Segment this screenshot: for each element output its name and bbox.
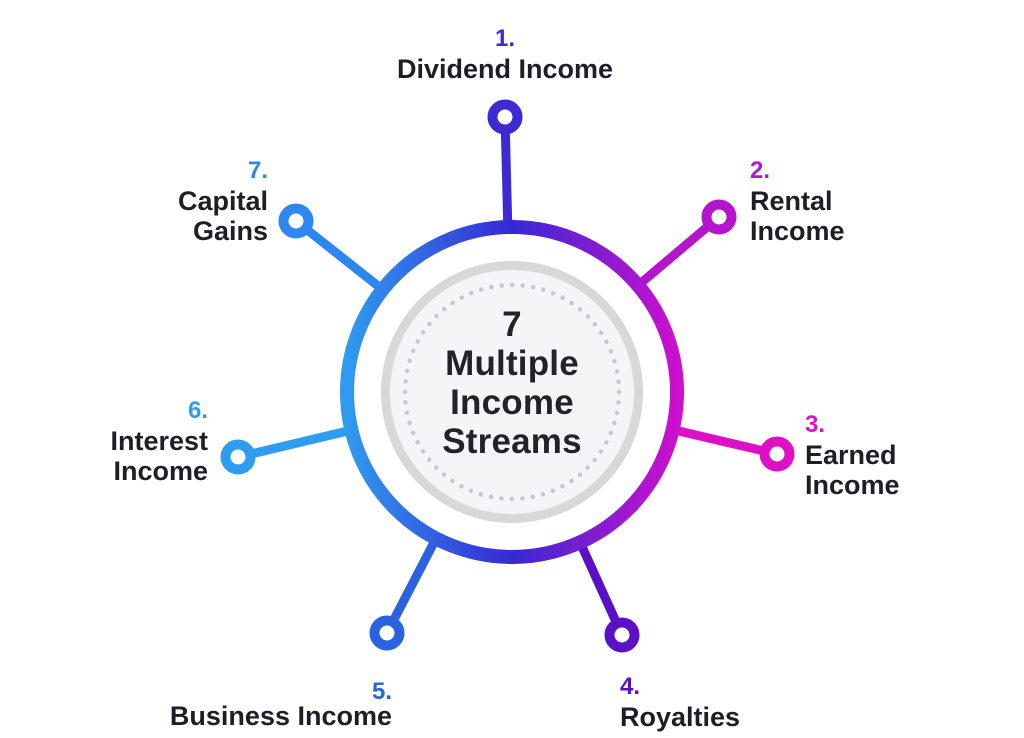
node-royalties [604, 617, 640, 653]
hub-title-count: 7 [502, 305, 522, 344]
hub-dotted-ring [402, 282, 622, 502]
hub-gradient-ring [340, 220, 684, 564]
node-capital [278, 203, 314, 239]
stream-label: Interest Income [110, 426, 208, 486]
stream-earned: 3. Earned Income [805, 410, 923, 500]
node-rental [701, 199, 737, 235]
stream-number: 4. [620, 673, 641, 700]
stream-dividend: 1. Dividend Income [397, 24, 613, 84]
stream-number: 6. [187, 397, 208, 424]
stream-label: Dividend Income [396, 54, 614, 84]
stream-label: Capital Gains [177, 186, 268, 246]
hub-gray-ring [381, 261, 643, 523]
stream-label: Earned Income [805, 440, 900, 500]
stream-label: Royalties [620, 702, 741, 732]
hub-title-line1: Multiple [445, 344, 579, 383]
stream-royalties: 4. Royalties [620, 672, 740, 732]
node-interest [220, 439, 256, 475]
stream-number: 5. [371, 678, 392, 705]
stream-interest: 6. Interest Income [90, 396, 208, 486]
hub-title-line3: Streams [442, 422, 582, 461]
stream-number: 3. [805, 411, 826, 438]
node-business [369, 615, 405, 651]
stream-number: 7. [247, 157, 268, 184]
stream-number: 2. [750, 157, 771, 184]
stream-rental: 2. Rental Income [750, 156, 868, 246]
stream-label: Business Income [169, 701, 392, 731]
node-dividend [487, 99, 523, 135]
stream-number: 1. [494, 25, 516, 52]
stream-capital: 7. Capital Gains [153, 156, 268, 246]
hub-title-line2: Income [450, 383, 574, 422]
stream-label: Rental Income [750, 186, 845, 246]
stream-business: 5. Business Income [170, 677, 392, 731]
hub-title: 7 Multiple Income Streams [442, 305, 582, 461]
node-earned [759, 436, 795, 472]
